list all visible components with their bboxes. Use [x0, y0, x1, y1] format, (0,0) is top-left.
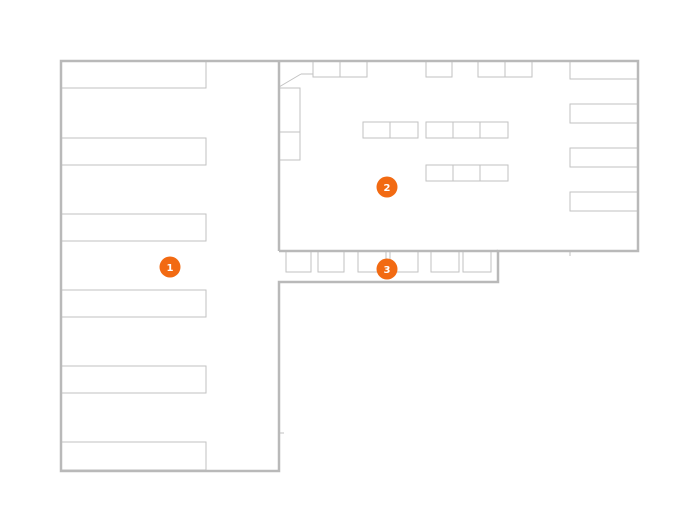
room-2-corner-line — [278, 73, 302, 88]
room-2-cabinet — [278, 131, 301, 161]
room-3-cubicle — [316, 250, 345, 273]
room-2-table — [362, 121, 391, 139]
marker-3-label: 3 — [384, 265, 391, 276]
room-2-right-shelf — [569, 191, 639, 212]
room-1-shelf — [60, 213, 207, 242]
room-2-top-box — [312, 60, 341, 78]
room-1-shelf — [60, 365, 207, 394]
room-2-table — [479, 164, 509, 182]
room-1-shelf — [60, 441, 207, 471]
room-2-top-box — [339, 60, 368, 78]
room-2-right-shelf — [569, 103, 639, 124]
room-3-cubicle — [459, 250, 492, 273]
room-2 — [278, 60, 639, 256]
room-3-cubicle — [418, 250, 460, 273]
room-1-shelf — [60, 60, 207, 89]
marker-2-label: 2 — [384, 183, 391, 194]
room-1-shelf — [60, 289, 207, 318]
room-2-top-box — [425, 60, 453, 78]
room-3 — [284, 250, 492, 273]
room-3-cubicle — [284, 250, 312, 273]
room-2-table — [479, 121, 509, 139]
room-2-top-box — [477, 60, 506, 78]
room-2-right-shelf — [569, 147, 639, 168]
room-2-right-shelf — [569, 60, 639, 80]
room-2-cabinet — [278, 87, 301, 133]
room-2-table — [452, 121, 481, 139]
room-1 — [60, 60, 284, 471]
marker-1-label: 1 — [167, 263, 174, 274]
walls — [59, 59, 640, 473]
room-2-top-box — [504, 60, 533, 78]
outer-wall — [59, 59, 640, 473]
room-2-table — [452, 164, 481, 182]
marker-3[interactable]: 3 — [376, 258, 398, 280]
room-2-table — [389, 121, 419, 139]
marker-1[interactable]: 1 — [159, 256, 181, 278]
marker-2[interactable]: 2 — [376, 176, 398, 198]
room-2-table — [425, 121, 454, 139]
room-2-table — [425, 164, 454, 182]
room-1-shelf — [60, 137, 207, 166]
